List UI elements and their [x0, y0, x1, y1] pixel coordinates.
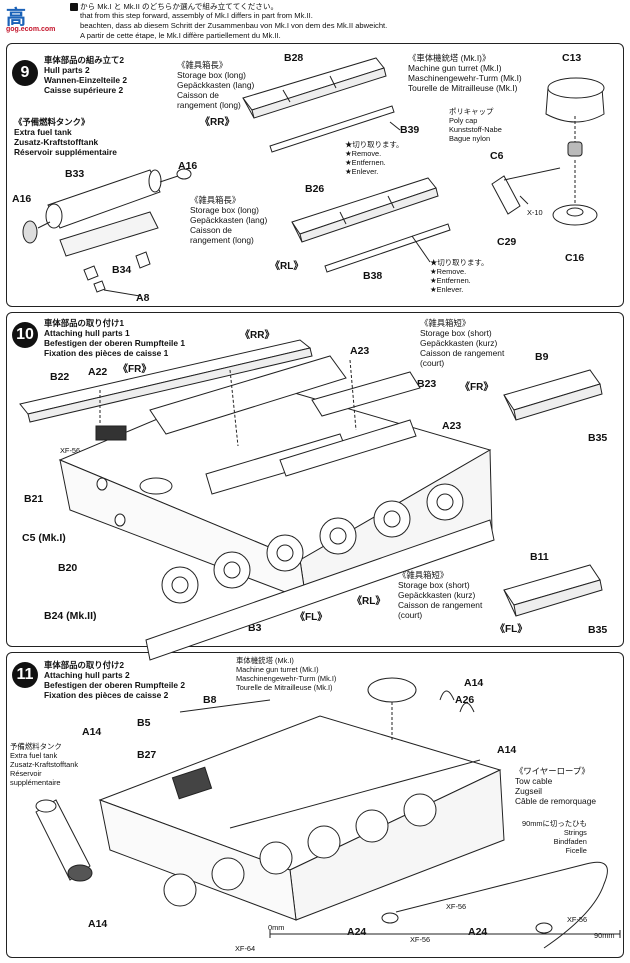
road-wheels — [161, 483, 464, 604]
part-b27: B27 — [137, 749, 157, 761]
header-line-jp: から Mk.I と Mk.II のどちらか選んで組み立ててください。 — [80, 2, 279, 11]
step-11-number: 11 — [12, 662, 38, 688]
step-9-panel — [6, 43, 624, 307]
part-a14-bottom: A14 — [88, 918, 108, 930]
part-xf56-right: XF-56 — [567, 915, 588, 924]
part-b22: B22 — [50, 371, 70, 383]
step-10-orient-fl-box: 《FL》 — [495, 624, 528, 635]
part-a14-left: A14 — [82, 726, 102, 738]
hull-step11-drawing — [98, 677, 505, 921]
step-9-storage-rl-label: 《雑具箱長》Storage box (long)Gepäckkasten (la… — [190, 195, 268, 245]
part-b33: B33 — [65, 168, 85, 180]
mg-turret-drawing — [491, 77, 605, 226]
fuel-tank-step11-drawing — [35, 799, 93, 882]
site-logo: 高 gog.ecom.com — [4, 3, 70, 35]
part-xf56-step10: XF-56 — [60, 446, 81, 455]
page-header: 高 gog.ecom.com から Mk.I と Mk.II のどちらか選んで組… — [0, 0, 630, 42]
step-9-remove-note-rl: ★切り取ります。★Remove.★Entfernen.★Enlever. — [430, 258, 489, 294]
step-9-turret-label: 《車体機銃塔 (Mk.I)》Machine gun turret (Mk.I)M… — [408, 53, 522, 93]
storage-box-short-fl — [503, 564, 603, 617]
part-b20: B20 — [58, 562, 78, 574]
part-b23: B23 — [417, 378, 437, 390]
storage-box-rr-drawing — [242, 57, 401, 153]
part-a14-top: A14 — [464, 677, 484, 689]
part-b35-upper: B35 — [588, 432, 608, 444]
step-10-storage-fr-label: 《雑具箱短》Storage box (short)Gepäckkasten (k… — [420, 318, 505, 368]
part-c13: C13 — [562, 52, 582, 64]
part-a8: A8 — [136, 292, 150, 304]
hull-drawing — [19, 339, 495, 661]
part-x10: X-10 — [527, 208, 543, 217]
tow-cable-drawing — [269, 861, 621, 949]
caution-icon — [70, 3, 78, 11]
step-9-storage-rr-label: 《雑具箱長》Storage box (long)Gepäckkasten (la… — [177, 60, 255, 110]
step-10-orient-rl: 《RL》 — [352, 596, 386, 607]
part-b34: B34 — [112, 264, 132, 276]
step-10-panel — [6, 312, 624, 647]
storage-box-short-fr — [503, 369, 603, 421]
step-11-turret-label: 車体機銃塔 (Mk.I)Machine gun turret (Mk.I)Mas… — [236, 656, 337, 692]
part-c16: C16 — [565, 252, 585, 264]
part-c29: C29 — [497, 236, 517, 248]
step-9-orient-rr: 《RR》 — [200, 117, 235, 128]
ruler-end: 90mm — [594, 931, 615, 940]
header-line-en: that from this step forward, assembly of… — [80, 11, 313, 20]
part-b21: B21 — [24, 493, 44, 505]
part-c6: C6 — [490, 150, 504, 162]
part-a14-right: A14 — [497, 744, 517, 756]
part-b9: B9 — [535, 351, 549, 363]
step-9-orient-rl: 《RL》 — [270, 261, 304, 272]
part-b8: B8 — [203, 694, 217, 706]
part-b26: B26 — [305, 183, 325, 195]
part-a24-left: A24 — [347, 926, 367, 938]
step-10-orient-fr: 《FR》 — [118, 364, 152, 375]
part-b5: B5 — [137, 717, 151, 729]
part-b11: B11 — [530, 551, 549, 563]
part-a23-top: A23 — [350, 345, 370, 357]
part-b38: B38 — [363, 270, 383, 282]
step-10-orient-rr: 《RR》 — [240, 330, 275, 341]
ruler-start: 0mm — [268, 923, 285, 932]
step-10-number: 10 — [12, 322, 38, 348]
fuel-tank-drawing — [22, 168, 192, 297]
site-logo-mark: 高 — [6, 5, 26, 29]
part-b35-lower: B35 — [588, 624, 608, 636]
site-url: gog.ecom.com — [6, 26, 56, 33]
part-a24-right: A24 — [468, 926, 488, 938]
part-b28: B28 — [284, 52, 304, 64]
step-9-number: 9 — [12, 60, 38, 86]
part-b39: B39 — [400, 124, 420, 136]
part-a16-left: A16 — [12, 193, 32, 205]
road-wheels-step11 — [163, 793, 437, 907]
part-a26: A26 — [455, 694, 475, 706]
header-line-fr: A partir de cette étape, le Mk.I diffère… — [80, 31, 281, 40]
part-a22: A22 — [88, 366, 108, 378]
step-9-remove-note-rr: ★切り取ります。★Remove.★Entfernen.★Enlever. — [345, 140, 404, 176]
part-b24: B24 (Mk.II) — [44, 610, 97, 622]
part-xf56-left: XF-56 — [410, 935, 431, 944]
step-11-panel — [6, 652, 624, 958]
part-xf64: XF-64 — [235, 944, 256, 953]
step-10-orient-fr-box: 《FR》 — [460, 382, 494, 393]
storage-box-rl-drawing — [291, 177, 451, 273]
part-a23-right: A23 — [442, 420, 462, 432]
part-xf56-cable: XF-56 — [446, 902, 467, 911]
step-10-orient-fl: 《FL》 — [295, 612, 328, 623]
step-10-storage-fl-label: 《雑具箱短》Storage box (short)Gepäckkasten (k… — [398, 570, 483, 620]
part-c5: C5 (Mk.I) — [22, 532, 66, 544]
header-line-de: beachten, dass ab diesem Schritt der Zus… — [80, 21, 388, 30]
